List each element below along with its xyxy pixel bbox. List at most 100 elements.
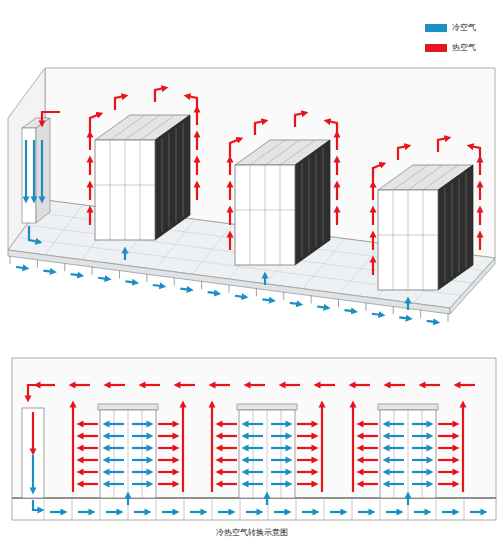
cold-air-arrow xyxy=(127,495,129,505)
cold-air-arrow xyxy=(132,447,150,449)
drawing-stroke xyxy=(155,115,190,240)
cold-air-arrow xyxy=(245,423,263,425)
drawing-stroke xyxy=(323,148,324,242)
hot-air-arrow xyxy=(72,384,90,386)
hot-air-arrow xyxy=(219,423,237,425)
drawing-stroke xyxy=(183,123,184,217)
cold-air-arrow xyxy=(126,281,136,282)
cold-air-arrow xyxy=(386,459,404,461)
hot-air-arrow xyxy=(422,384,440,386)
hot-air-arrow xyxy=(297,435,315,437)
cold-air-arrow xyxy=(218,511,232,513)
hot-air-arrow xyxy=(373,164,383,182)
hot-air-arrow xyxy=(80,423,98,425)
cold-air-arrow xyxy=(358,511,372,513)
cold-air-arrow xyxy=(208,292,218,293)
cold-air-arrow xyxy=(106,423,124,425)
crac-unit xyxy=(22,408,44,498)
cold-air-arrow xyxy=(412,435,430,437)
hot-air-arrow xyxy=(229,234,231,250)
cold-air-arrow xyxy=(50,511,64,513)
legend-swatch xyxy=(425,24,447,32)
cold-air-arrow xyxy=(386,447,404,449)
legend-text: 冷空气 xyxy=(452,23,476,33)
cold-air-arrow xyxy=(132,483,150,485)
hot-air-arrow xyxy=(229,209,231,225)
hot-air-arrow xyxy=(155,88,165,102)
hot-air-arrow xyxy=(479,184,481,200)
cold-air-arrow xyxy=(386,471,404,473)
rack-group xyxy=(230,113,337,285)
hot-air-arrow xyxy=(352,404,354,492)
hot-air-arrow xyxy=(387,384,405,386)
crac-unit xyxy=(22,128,36,223)
rack-group xyxy=(353,404,463,505)
drawing-stroke xyxy=(393,306,394,314)
hot-air-arrow xyxy=(177,384,195,386)
drawing-stroke xyxy=(240,498,241,520)
cold-air-arrow xyxy=(470,511,484,513)
hot-air-arrow xyxy=(80,471,98,473)
hot-air-arrow xyxy=(32,412,34,452)
drawing-stroke xyxy=(95,140,155,240)
drawing-stroke xyxy=(184,498,185,520)
hot-air-arrow xyxy=(89,209,91,225)
cold-air-arrow xyxy=(407,300,409,310)
caption: 冷热空气转换示意图 xyxy=(216,528,288,538)
hot-air-arrow xyxy=(90,114,100,132)
cold-air-arrow xyxy=(414,511,428,513)
drawing-stroke xyxy=(119,270,120,278)
cold-air-arrow xyxy=(274,511,288,513)
rack-group xyxy=(90,88,197,260)
drawing-stroke xyxy=(98,404,158,410)
hot-air-arrow xyxy=(457,384,475,386)
drawing-stroke xyxy=(176,128,177,222)
drawing-stroke xyxy=(445,188,446,282)
hot-air-arrow xyxy=(317,384,335,386)
drawing-stroke xyxy=(283,292,284,300)
cold-air-arrow xyxy=(386,435,404,437)
hot-air-arrow xyxy=(438,423,456,425)
legend-swatch xyxy=(425,44,447,52)
hot-air-arrow xyxy=(360,435,378,437)
room-perspective xyxy=(8,68,495,314)
drawing-stroke xyxy=(378,404,438,410)
hot-air-arrow xyxy=(115,96,125,110)
hot-air-arrow xyxy=(80,459,98,461)
drawing-stroke xyxy=(459,178,460,272)
hot-air-arrow xyxy=(230,139,240,157)
hot-air-arrow xyxy=(219,435,237,437)
drawing-stroke xyxy=(408,165,443,190)
drawing-stroke xyxy=(365,303,366,311)
cold-air-arrow xyxy=(235,296,245,297)
hot-air-arrow xyxy=(212,384,230,386)
drawing-stroke xyxy=(311,296,312,304)
hot-air-arrow xyxy=(80,483,98,485)
rack-group xyxy=(73,404,183,505)
hot-air-arrow xyxy=(158,483,176,485)
cold-air-arrow xyxy=(386,511,400,513)
cold-air-arrow xyxy=(271,483,289,485)
hot-air-arrow xyxy=(438,447,456,449)
hot-air-arrow xyxy=(89,184,91,200)
hot-air-arrow xyxy=(182,404,184,492)
cold-air-arrow xyxy=(106,447,124,449)
cold-air-arrow xyxy=(29,226,39,242)
hot-air-arrow xyxy=(336,209,338,225)
drawing-stroke xyxy=(110,140,111,240)
drawing-stroke xyxy=(380,498,381,520)
cold-air-arrow xyxy=(262,299,272,300)
cold-air-arrow xyxy=(106,483,124,485)
cold-air-arrow xyxy=(71,274,81,275)
hot-air-arrow xyxy=(352,384,370,386)
hot-air-arrow xyxy=(158,447,176,449)
cold-air-arrow xyxy=(442,511,456,513)
cold-air-arrow xyxy=(317,307,327,308)
hot-air-arrow xyxy=(229,184,231,200)
drawing-stroke xyxy=(420,310,421,318)
hot-air-arrow xyxy=(438,471,456,473)
cold-air-arrow xyxy=(41,140,43,200)
cold-air-arrow xyxy=(427,321,437,322)
drawing-stroke xyxy=(100,498,101,520)
hot-air-arrow xyxy=(28,385,40,399)
